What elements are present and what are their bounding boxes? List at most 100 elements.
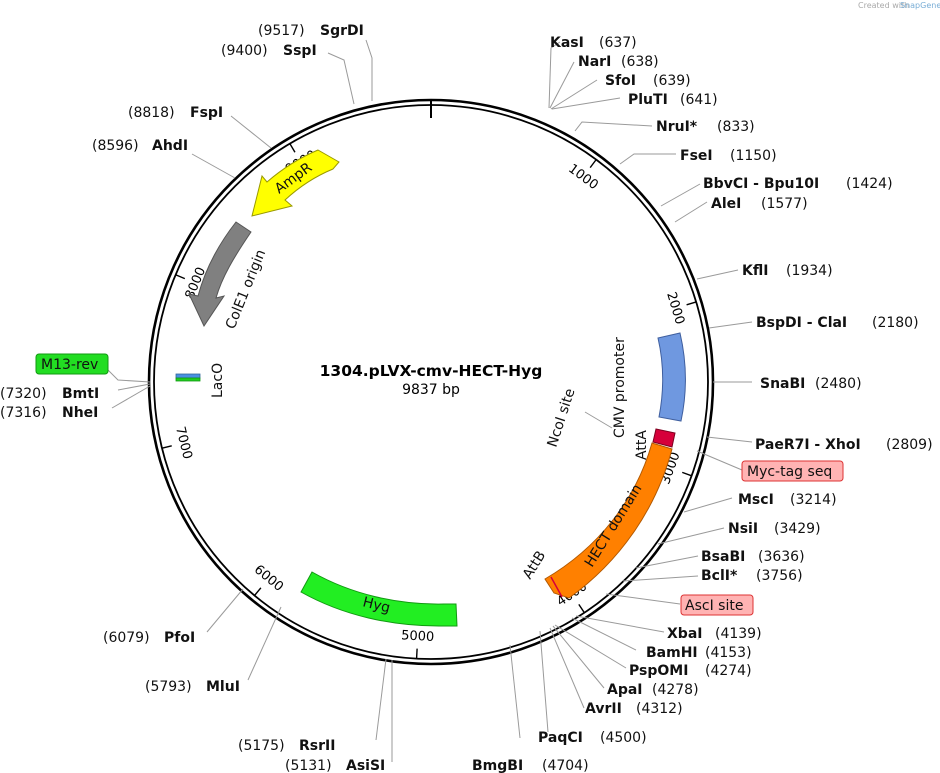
site-pos: (9517) <box>258 23 305 39</box>
site-name: XbaI <box>667 626 702 642</box>
site-pos: (4139) <box>715 626 762 642</box>
site-name: AsiSI <box>346 758 385 773</box>
tick-label: 5000 <box>401 628 435 645</box>
site-pos: (641) <box>680 92 718 108</box>
site-pos: (7320) <box>0 386 47 402</box>
tick-label: 2000 <box>663 290 687 326</box>
leader-lines <box>107 39 753 762</box>
site-name: MluI <box>206 679 240 695</box>
site-pos: (4278) <box>652 682 699 698</box>
plasmid-length: 9837 bp <box>402 382 460 398</box>
atta-label: AttA <box>634 430 650 460</box>
tick-mark <box>681 471 692 477</box>
site-name: NheI <box>62 405 98 421</box>
cmv-promoter-feature[interactable] <box>657 332 686 422</box>
atta-feature[interactable] <box>652 428 676 448</box>
site-name: KasI <box>550 35 584 51</box>
site-pos: (4312) <box>636 701 683 717</box>
site-name: BbvCI - Bpu10I <box>703 176 819 192</box>
site-pos: (4274) <box>705 663 752 679</box>
attb-label: AttB <box>520 548 549 582</box>
site-pos: (2809) <box>886 437 933 453</box>
site-name: PaqCI <box>538 730 583 746</box>
tick-mark <box>289 143 296 153</box>
m13-rev-box[interactable] <box>35 353 109 375</box>
site-name: ApaI <box>607 682 643 698</box>
boxed-labels: M13-rev Myc-tag seq AscI site <box>35 353 844 616</box>
cole1-origin-arrow[interactable] <box>188 221 252 328</box>
site-name: BmtI <box>62 386 99 402</box>
site-name: RsrII <box>299 738 335 754</box>
site-pos: (2480) <box>815 376 862 392</box>
site-pos: (3756) <box>756 568 803 584</box>
myc-tag-seq-label: Myc-tag seq <box>747 464 832 480</box>
cmv-promoter-label: CMV promoter <box>612 337 628 438</box>
site-pos: (5793) <box>145 679 192 695</box>
site-name: BspDI - ClaI <box>756 315 847 331</box>
site-pos: (1424) <box>846 176 893 192</box>
tick-label: 6000 <box>251 562 286 595</box>
site-pos: (9400) <box>221 43 268 59</box>
site-name: FseI <box>680 148 713 164</box>
laco-feature[interactable] <box>175 373 201 379</box>
creator-text: Created with <box>858 1 909 10</box>
ampr-feature-arrow[interactable] <box>251 149 340 217</box>
site-labels: (9517) SgrDI (9400) SspI (8818) FspI (85… <box>0 23 933 773</box>
tick-mark <box>415 648 418 659</box>
site-name: SspI <box>283 43 317 59</box>
site-pos: (2180) <box>872 315 919 331</box>
ncoi-site-leader <box>584 411 613 429</box>
site-pos: (1150) <box>730 148 777 164</box>
site-name: BamHI <box>646 645 698 661</box>
asci-site-label: AscI site <box>685 598 743 614</box>
laco-feature-green[interactable] <box>175 377 201 382</box>
site-name: BclI* <box>701 568 738 584</box>
tick-label: 1000 <box>565 161 601 193</box>
site-pos: (4500) <box>600 730 647 746</box>
site-pos: (833) <box>717 119 755 135</box>
asci-site-box[interactable] <box>680 594 754 616</box>
site-name: BmgBI <box>472 758 523 773</box>
hyg-feature-arrow[interactable] <box>300 571 458 627</box>
site-name: PaeR7I - XhoI <box>755 437 861 453</box>
site-pos: (5131) <box>285 758 332 773</box>
hect-domain-marker <box>550 576 563 598</box>
site-pos: (637) <box>599 35 637 51</box>
site-pos: (3429) <box>774 521 821 537</box>
site-pos: (8596) <box>92 138 139 154</box>
tick-mark <box>686 301 697 306</box>
site-name: SfoI <box>605 73 636 89</box>
site-pos: (4704) <box>542 758 589 773</box>
tick-mark <box>589 159 597 169</box>
tick-mark <box>161 445 172 449</box>
site-name: MscI <box>738 492 774 508</box>
site-pos: (5175) <box>238 738 285 754</box>
site-name: PfoI <box>164 630 195 646</box>
site-name: NarI <box>578 54 611 70</box>
site-pos: (1934) <box>786 263 833 279</box>
myc-tag-seq-box[interactable] <box>741 460 844 482</box>
site-pos: (1577) <box>761 196 808 212</box>
site-pos: (4153) <box>705 645 752 661</box>
site-name: AvrII <box>585 701 622 717</box>
tick-mark <box>578 603 585 614</box>
site-name: AleI <box>711 196 741 212</box>
tick-mark <box>253 587 262 596</box>
site-name: NsiI <box>728 521 758 537</box>
site-name: SnaBI <box>760 376 805 392</box>
laco-label: LacO <box>210 363 226 398</box>
site-name: KflI <box>742 263 768 279</box>
site-name: PspOMI <box>629 663 688 679</box>
site-pos: (7316) <box>0 405 47 421</box>
snapgene-logo: SnapGene <box>900 1 940 10</box>
site-pos: (638) <box>621 54 659 70</box>
hyg-label: Hyg <box>361 594 392 616</box>
plasmid-name: 1304.pLVX-cmv-HECT-Hyg <box>320 362 543 380</box>
tick-label: 7000 <box>172 425 194 461</box>
m13-rev-label: M13-rev <box>41 357 98 373</box>
site-name: PluTI <box>628 92 668 108</box>
site-name: SgrDI <box>320 23 364 39</box>
site-pos: (3214) <box>790 492 837 508</box>
site-pos: (8818) <box>128 105 175 121</box>
